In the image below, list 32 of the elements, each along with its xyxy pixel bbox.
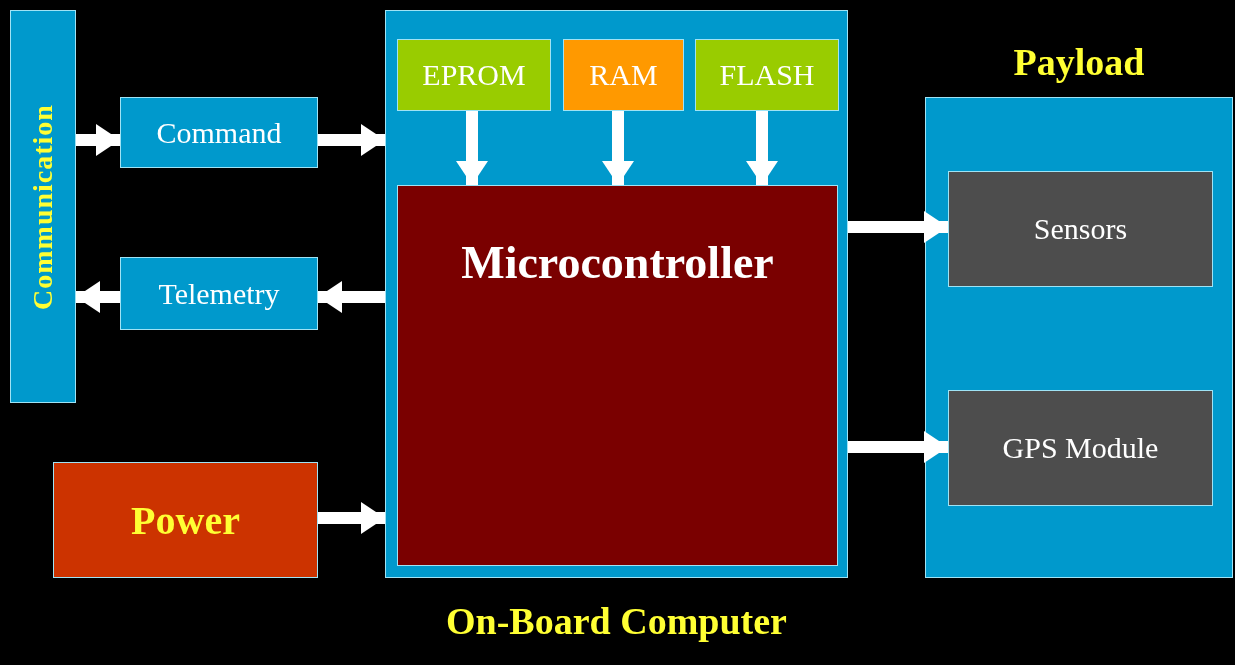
box-label: EPROM: [422, 58, 526, 92]
process-box: [948, 171, 1213, 287]
box-label: Power: [131, 496, 240, 544]
process-box: [563, 39, 684, 111]
arrow: [318, 281, 385, 313]
arrow: [318, 502, 385, 534]
process-box: [695, 39, 839, 111]
process-box: [948, 390, 1213, 506]
communication-bar: [10, 10, 76, 403]
process-box: [397, 39, 551, 111]
process-box: [120, 257, 318, 330]
panel-heading: Payload: [1012, 40, 1146, 84]
arrow: [848, 431, 948, 463]
box-label: Communication: [27, 103, 59, 310]
box-label: RAM: [589, 58, 658, 92]
arrow: [318, 124, 385, 156]
power-box: [53, 462, 318, 578]
arrow: [602, 111, 634, 185]
process-box: [120, 97, 318, 168]
box-label: Sensors: [1033, 212, 1128, 246]
box-label: FLASH: [719, 58, 815, 92]
panel-heading: On-Board Computer: [445, 599, 788, 643]
arrow: [76, 124, 120, 156]
arrow: [76, 281, 120, 313]
arrow: [746, 111, 778, 185]
arrow: [848, 211, 948, 243]
box-label: Command: [156, 115, 282, 150]
arrow: [456, 111, 488, 185]
box-label: Telemetry: [158, 276, 280, 311]
box-label: GPS Module: [1002, 431, 1159, 465]
microcontroller-box: [397, 185, 838, 566]
box-label: Microcontroller: [461, 236, 774, 289]
